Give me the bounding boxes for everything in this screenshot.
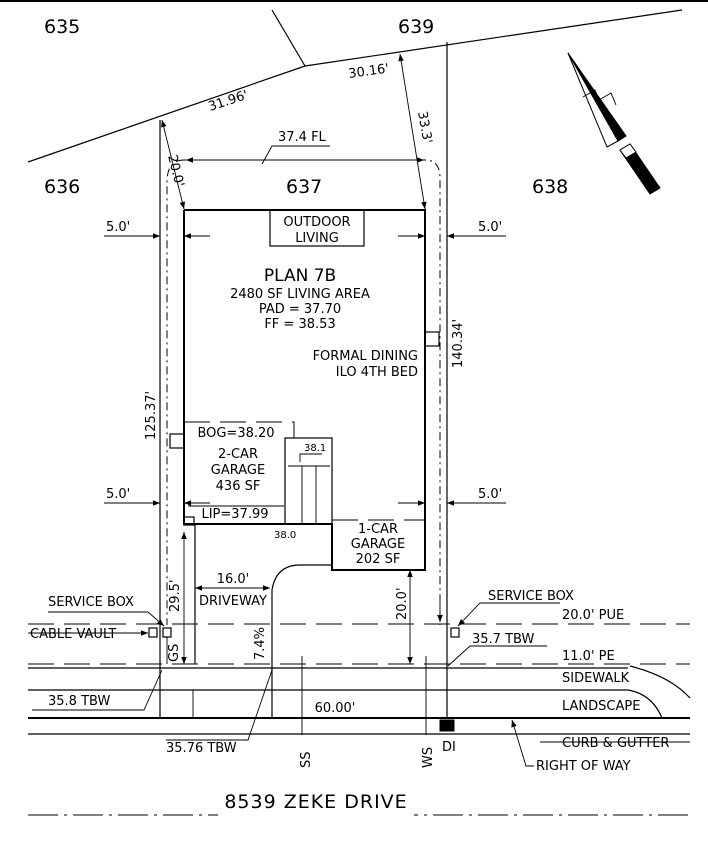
step-38-0: 38.0 bbox=[274, 530, 296, 541]
outdoor-living-area bbox=[269, 209, 365, 247]
dim-7-4: 7.4% bbox=[253, 627, 268, 660]
landscape-label: LANDSCAPE bbox=[562, 699, 640, 714]
outdoor-line2: LIVING bbox=[295, 231, 339, 246]
service-box-right-leader bbox=[457, 602, 560, 627]
dim-29-5: 29.5' bbox=[168, 579, 183, 612]
drain-inlet-icon bbox=[439, 719, 455, 732]
side-pop-out-right bbox=[424, 331, 440, 347]
sidewalk-label: SIDEWALK bbox=[562, 671, 630, 686]
rear-setback-line bbox=[160, 119, 186, 210]
driveway-right-edge bbox=[271, 564, 332, 718]
fl-label: 37.4 FL bbox=[278, 130, 327, 145]
street-name-bg bbox=[218, 784, 414, 818]
fl-leader bbox=[261, 145, 330, 165]
garage1-line1: 1-CAR bbox=[358, 522, 398, 537]
tbw-left-leader bbox=[32, 669, 163, 711]
sidewalk-edge bbox=[28, 689, 663, 719]
tbw-bottom: 35.76 TBW bbox=[166, 741, 237, 756]
row-label: RIGHT OF WAY bbox=[536, 759, 631, 774]
ws-label: WS bbox=[421, 747, 436, 768]
pe-label: 11.0' PE bbox=[562, 649, 615, 664]
tbw-left: 35.8 TBW bbox=[48, 694, 110, 709]
dining-line2: ILO 4TH BED bbox=[336, 365, 418, 380]
setback-right-top: 5.0' bbox=[478, 220, 502, 235]
dim-16: 16.0' bbox=[217, 572, 250, 587]
garage2-line2: GARAGE bbox=[211, 463, 265, 478]
dim-140-34: 140.34' bbox=[451, 319, 466, 368]
lot-637: 637 bbox=[286, 176, 322, 198]
lot-638: 638 bbox=[532, 176, 568, 198]
setback-envelope bbox=[184, 159, 441, 625]
pue-label: 20.0' PUE bbox=[562, 608, 624, 623]
street-name: 8539 ZEKE DRIVE bbox=[224, 791, 407, 813]
setback-right-bot: 5.0' bbox=[478, 487, 502, 502]
outdoor-line1: OUTDOOR bbox=[283, 215, 350, 230]
sidewalk-return bbox=[629, 665, 691, 699]
dim-20-rear: 20.0' bbox=[164, 153, 186, 188]
setback-left-top: 5.0' bbox=[106, 220, 130, 235]
rear-property-line-left bbox=[27, 65, 306, 163]
step-leader bbox=[299, 453, 322, 462]
setback-envelope-left bbox=[166, 159, 185, 625]
tbw-right-leader bbox=[447, 645, 547, 667]
bog-label: BOG=38.20 bbox=[197, 426, 274, 441]
tbw-right: 35.7 TBW bbox=[472, 632, 534, 647]
dim-60: 60.00' bbox=[315, 701, 356, 716]
service-box-left: SERVICE BOX bbox=[48, 595, 134, 610]
gs-label: GS bbox=[167, 644, 182, 662]
dining-line1: FORMAL DINING bbox=[313, 349, 418, 364]
di-label: DI bbox=[442, 740, 456, 755]
dim-20-front: 20.0' bbox=[395, 587, 410, 620]
garage-door-post bbox=[183, 516, 195, 526]
driveway-label: DRIVEWAY bbox=[199, 594, 267, 609]
dim-30-16: 30.16' bbox=[347, 61, 389, 82]
step-38-1: 38.1 bbox=[304, 443, 326, 454]
lot-636: 636 bbox=[44, 176, 80, 198]
service-box-left-leader bbox=[48, 611, 165, 627]
cable-vault: CABLE VAULT bbox=[30, 627, 116, 642]
garage2-line3: 436 SF bbox=[216, 479, 261, 494]
north-arrow-icon bbox=[567, 52, 661, 195]
row-leader bbox=[511, 719, 534, 767]
rear-setback-line-right bbox=[398, 53, 427, 210]
rear-property-line-right bbox=[304, 9, 683, 67]
service-box-right: SERVICE BOX bbox=[488, 589, 574, 604]
service-box-left-icon bbox=[162, 627, 172, 638]
dim-33-3: 33.3' bbox=[414, 110, 434, 145]
garage1-line2: GARAGE bbox=[351, 537, 405, 552]
ff-elevation: FF = 38.53 bbox=[264, 317, 335, 332]
service-box-right-icon bbox=[450, 627, 460, 638]
garage1-line3: 202 SF bbox=[356, 552, 401, 567]
lot-639: 639 bbox=[398, 16, 434, 38]
lip-label: LIP=37.99 bbox=[201, 507, 268, 522]
side-pop-out-left bbox=[169, 433, 185, 449]
living-area: 2480 SF LIVING AREA bbox=[230, 287, 370, 302]
step-area bbox=[284, 437, 333, 525]
setback-left-bot: 5.0' bbox=[106, 487, 130, 502]
lot-635: 635 bbox=[44, 16, 80, 38]
dim-125-37: 125.37' bbox=[144, 391, 159, 440]
garage2-line1: 2-CAR bbox=[218, 447, 258, 462]
plan-name: PLAN 7B bbox=[264, 266, 336, 286]
bog-outline bbox=[184, 421, 295, 438]
pad-elevation: PAD = 37.70 bbox=[259, 302, 341, 317]
ss-label: SS bbox=[299, 751, 314, 768]
curb-label: CURB & GUTTER bbox=[562, 736, 669, 751]
tbw-bottom-leader bbox=[166, 669, 273, 741]
lot-line-635-639 bbox=[271, 9, 306, 67]
cable-vault-icon bbox=[148, 627, 158, 638]
